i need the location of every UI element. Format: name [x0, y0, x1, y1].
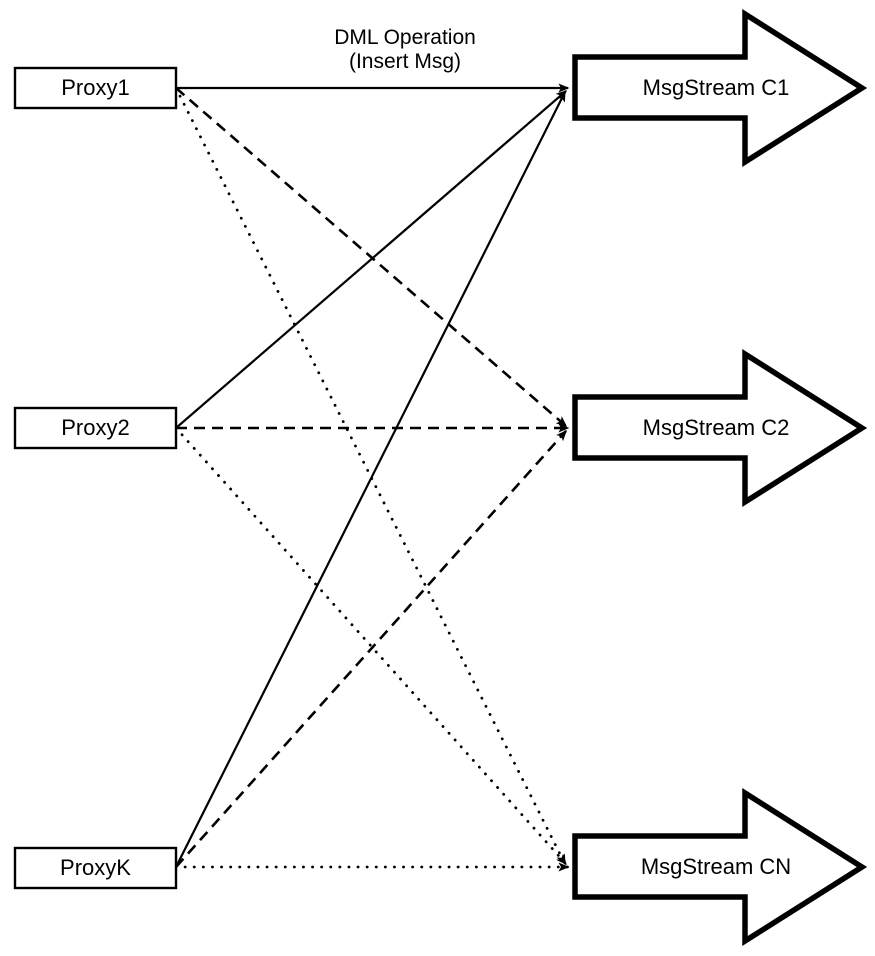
stream-node-c2[interactable]: MsgStream C2: [572, 349, 868, 507]
stream-node-c1[interactable]: MsgStream C1: [572, 9, 868, 167]
stream-cn-label: MsgStream CN: [641, 854, 791, 879]
stream-c2-arrow-shape[interactable]: [572, 349, 868, 507]
edge-label-dml-operation: DML Operation (Insert Msg): [334, 26, 476, 73]
proxy2-label: Proxy2: [61, 415, 129, 440]
proxy-node-proxyk[interactable]: ProxyK: [13, 846, 178, 890]
stream-c1-arrow-shape[interactable]: [572, 9, 868, 167]
stream-cn-arrow-shape[interactable]: [572, 788, 868, 946]
edge-label-line1: DML Operation: [334, 26, 476, 49]
proxy1-box[interactable]: [13, 66, 178, 110]
edge-proxy2-to-stream-cn: [174, 426, 568, 866]
proxy2-box[interactable]: [13, 406, 178, 450]
stream-c2-label: MsgStream C2: [643, 415, 790, 440]
edge-proxyk-to-stream-c1: [175, 90, 566, 868]
edge-label-line2: (Insert Msg): [349, 50, 461, 73]
proxyk-box[interactable]: [13, 846, 178, 890]
edge-proxy1-to-stream-c2: [175, 87, 568, 427]
stream-c1-label: MsgStream C1: [643, 75, 790, 100]
edge-layer: [174, 83, 570, 872]
proxyk-label: ProxyK: [60, 855, 131, 880]
edge-proxy2-to-stream-c1: [175, 90, 568, 429]
edge-proxyk-to-stream-c2: [175, 429, 567, 868]
proxy-node-proxy2[interactable]: Proxy2: [13, 406, 178, 450]
stream-node-cn[interactable]: MsgStream CN: [572, 788, 868, 946]
edge-proxy1-to-stream-cn: [174, 86, 567, 866]
proxy-node-proxy1[interactable]: Proxy1: [13, 66, 178, 110]
proxy1-label: Proxy1: [61, 75, 129, 100]
